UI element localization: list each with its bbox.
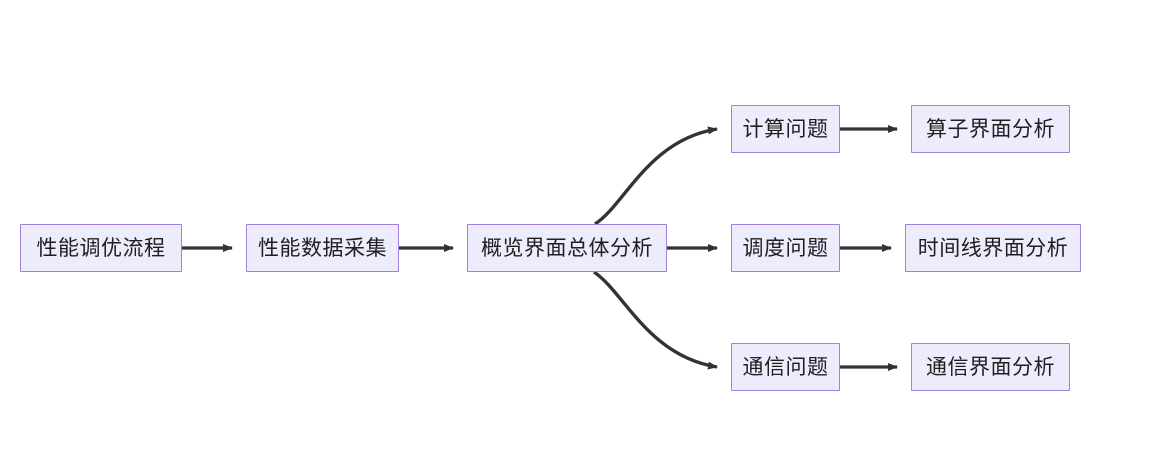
- node-label: 通信问题: [742, 355, 829, 379]
- node-label: 算子界面分析: [926, 117, 1055, 141]
- node-label: 计算问题: [742, 117, 829, 141]
- node-label: 性能数据采集: [258, 236, 387, 260]
- node-label: 概览界面总体分析: [481, 236, 653, 260]
- node-label: 调度问题: [742, 236, 829, 260]
- node-scheduling-issue[interactable]: 调度问题: [731, 224, 840, 272]
- node-label: 通信界面分析: [926, 355, 1055, 379]
- node-performance-tuning-process[interactable]: 性能调优流程: [20, 224, 182, 272]
- edge-n3-n4: [594, 126, 718, 226]
- node-overview-interface-analysis[interactable]: 概览界面总体分析: [467, 224, 667, 272]
- node-compute-issue[interactable]: 计算问题: [731, 105, 840, 153]
- node-performance-data-collection[interactable]: 性能数据采集: [246, 224, 399, 272]
- node-communication-interface-analysis[interactable]: 通信界面分析: [911, 343, 1070, 391]
- node-label: 时间线界面分析: [917, 236, 1069, 260]
- node-operator-interface-analysis[interactable]: 算子界面分析: [911, 105, 1070, 153]
- edge-n3-n8: [593, 270, 718, 370]
- node-label: 性能调优流程: [36, 236, 166, 260]
- node-timeline-interface-analysis[interactable]: 时间线界面分析: [905, 224, 1081, 272]
- node-communication-issue[interactable]: 通信问题: [731, 343, 840, 391]
